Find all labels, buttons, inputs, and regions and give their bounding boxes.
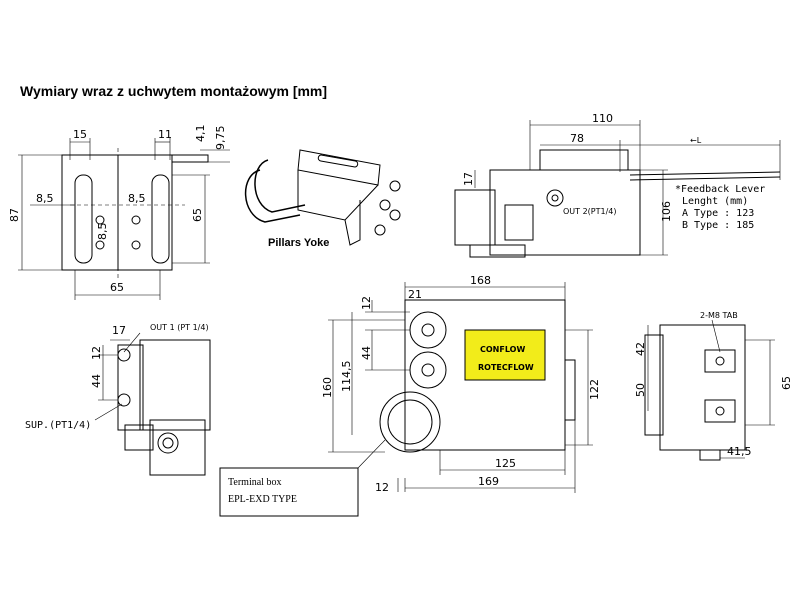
terminal-box [219, 467, 359, 517]
bracket-flange [172, 154, 209, 163]
yoke-view: Pillars Yoke [244, 149, 401, 249]
terminal-box-line-1: Terminal box [228, 477, 281, 488]
dim-12-bottom: 12 [375, 481, 389, 494]
nut-icon [379, 199, 391, 211]
side-base [469, 244, 526, 258]
yoke-label: Pillars Yoke [268, 237, 329, 249]
dim-168: 168 [470, 274, 491, 287]
slot-left [74, 174, 93, 264]
dim-110: 110 [592, 112, 613, 125]
dim-8-5-left: 8,5 [36, 192, 54, 205]
dim-65-vert: 65 [191, 208, 204, 222]
yoke-u-bolt [244, 169, 301, 223]
hole-right-2 [131, 240, 141, 250]
dim-l: ←L [690, 136, 702, 145]
yoke-top-plate [297, 149, 381, 186]
hole-left-2 [95, 240, 105, 250]
dim-114-5: 114,5 [340, 361, 353, 393]
side-terminal [454, 189, 496, 246]
terminal-box-callout: Terminal box EPL-EXD TYPE [219, 439, 386, 517]
dim-21: 21 [408, 288, 422, 301]
dim-8-5-right: 8,5 [128, 192, 146, 205]
left-dim-44: 44 [90, 374, 103, 388]
left-dim-12: 12 [90, 346, 103, 360]
dim-17: 17 [462, 172, 475, 186]
dim-122: 122 [588, 379, 601, 400]
page-title: Wymiary wraz z uchwytem montażowym [mm] [20, 83, 328, 99]
slot-right [151, 174, 170, 264]
bracket-outline [61, 154, 173, 271]
dim-15: 15 [73, 128, 87, 141]
left-terminal-cap [157, 432, 179, 454]
left-dim-17: 17 [112, 324, 126, 337]
feedback-line-1: *Feedback Lever [675, 184, 765, 195]
hole-left [95, 215, 105, 225]
dim-8-5-vert: 8,5 [96, 223, 109, 241]
feedback-type-b: B Type : 185 [682, 220, 754, 231]
out2-port [546, 189, 564, 207]
dim-125: 125 [495, 457, 516, 470]
plate-brand-2: ROTECFLOW [478, 363, 534, 372]
left-manifold [117, 344, 144, 431]
gauge-bottom [409, 351, 447, 389]
feedback-type-a: A Type : 123 [682, 208, 754, 219]
yoke-side [297, 170, 379, 221]
dim-12-top: 12 [360, 296, 373, 310]
dim-106: 106 [660, 201, 673, 222]
left-terminal [149, 419, 206, 476]
dim-87: 87 [8, 208, 21, 222]
dim-65-horiz: 65 [110, 281, 124, 294]
nut-icon [389, 180, 401, 192]
yoke-leg [344, 200, 361, 246]
left-body [139, 339, 211, 431]
feedback-line-2: Lenght (mm) [682, 196, 748, 207]
dim-9-75: 9,75 [214, 126, 227, 151]
right-dim-65: 65 [780, 376, 793, 390]
yoke-u-bolt-2 [254, 159, 306, 213]
out2-label: OUT 2(PT1/4) [563, 207, 617, 216]
bracket-view: 15 11 4,1 9,75 87 8,5 8,5 8,5 65 65 [8, 125, 230, 300]
feedback-lever [629, 171, 781, 176]
left-view: 17 12 44 OUT 1 (PT 1/4) SUP.(PT1/4) [25, 323, 211, 476]
nut-icon [374, 224, 386, 236]
dim-4-1: 4,1 [194, 125, 207, 143]
plate-brand-1: CONFLOW [480, 345, 525, 354]
right-view: 2-M8 TAB 42 50 65 41,5 [634, 311, 793, 461]
dim-11: 11 [158, 128, 172, 141]
name-plate [464, 329, 546, 381]
tab-label: 2-M8 TAB [700, 311, 738, 320]
dim-160: 160 [321, 377, 334, 398]
dim-78: 78 [570, 132, 584, 145]
right-dim-50: 50 [634, 383, 647, 397]
front-view: CONFLOW ROTECFLOW 168 21 12 44 114,5 160… [321, 274, 601, 494]
hole-right [131, 215, 141, 225]
right-body [659, 324, 746, 451]
right-tab-bottom [704, 399, 736, 423]
right-dim-42: 42 [634, 342, 647, 356]
right-flange [644, 334, 664, 436]
side-view: 110 78 ←L 17 106 OUT 2(PT1/4) *Feedback … [454, 112, 781, 258]
sup-label: SUP.(PT1/4) [25, 420, 91, 431]
dim-44: 44 [360, 346, 373, 360]
nut-icon [389, 209, 401, 221]
dim-169: 169 [478, 475, 499, 488]
gauge-top [409, 311, 447, 349]
terminal-cap [379, 391, 441, 453]
out1-label: OUT 1 (PT 1/4) [150, 323, 209, 332]
right-dim-41-5: 41,5 [727, 445, 752, 458]
sup-port [117, 393, 131, 407]
side-top-cover [539, 149, 629, 171]
right-tab-top [704, 349, 736, 373]
out1-port [117, 348, 131, 362]
terminal-box-line-2: EPL-EXD TYPE [228, 494, 297, 505]
